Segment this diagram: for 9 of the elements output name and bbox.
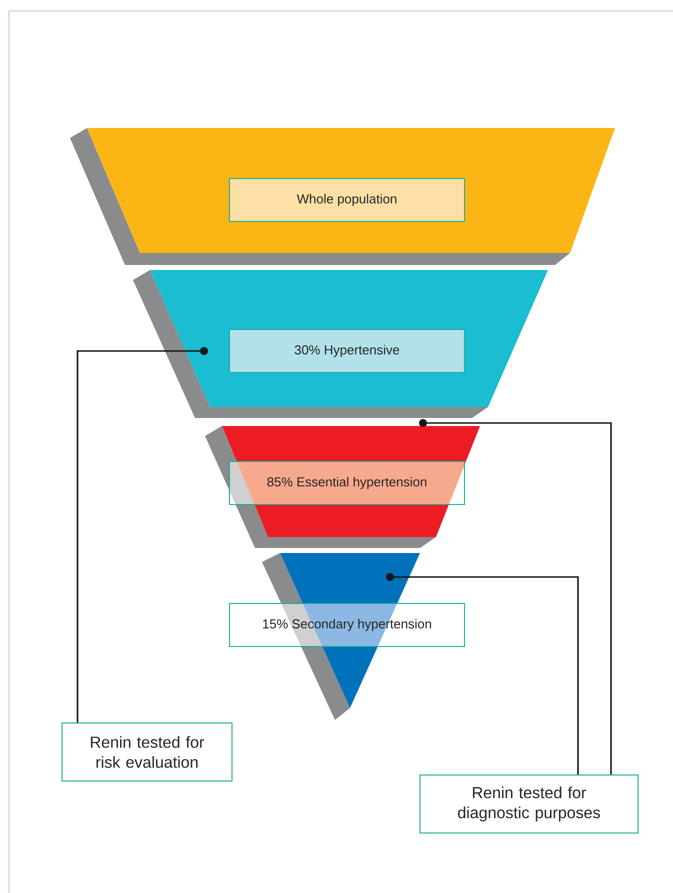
- funnel-band: Whole population: [70, 128, 615, 265]
- note-box: Renin tested for diagnostic purposes: [420, 774, 638, 834]
- funnel-band: 85% Essential hypertension: [205, 426, 480, 548]
- leader-line: [76, 347, 208, 722]
- funnel-band: 15% Secondary hypertension: [229, 553, 465, 720]
- leader-line: [386, 573, 579, 774]
- funnel-band: 30% Hypertensive: [133, 270, 548, 418]
- note-box: Renin tested for risk evaluation: [62, 722, 232, 782]
- leader-line: [419, 419, 612, 774]
